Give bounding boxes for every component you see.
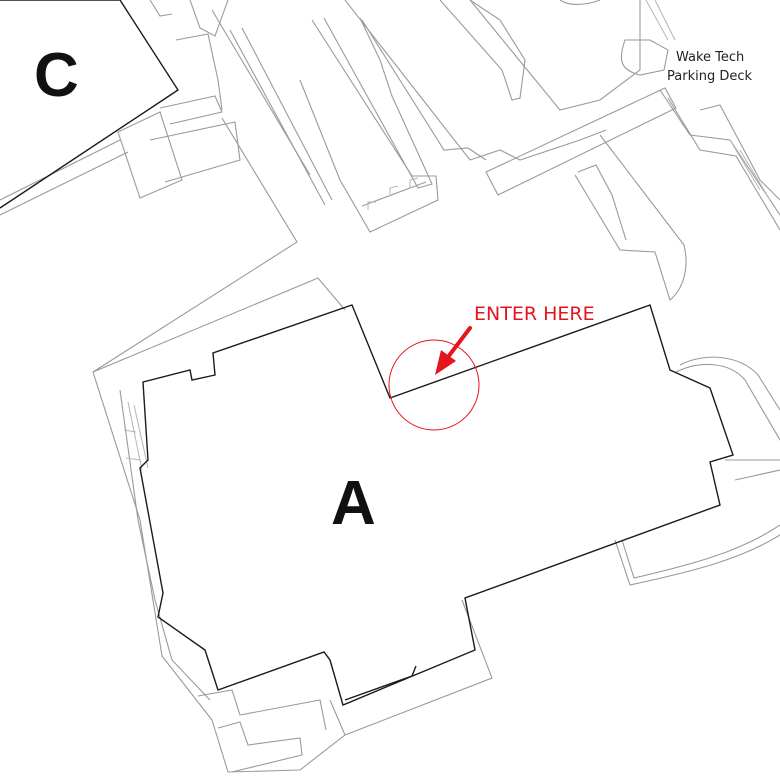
parking-block: [299, 19, 439, 233]
walkway: [149, 0, 173, 17]
parking-deck-label-line1: Wake Tech: [676, 50, 744, 65]
road-line: [729, 139, 771, 201]
walkway: [117, 111, 183, 199]
stair-detail: [197, 689, 327, 731]
stair-detail: [329, 699, 346, 736]
road-line: [0, 139, 121, 201]
road-line: [241, 27, 333, 201]
building-c-label: C: [34, 41, 79, 110]
building-a-outline: [139, 304, 734, 706]
parking-deck-label: Wake Tech Parking Deck: [667, 50, 752, 84]
parking-deck: [620, 39, 669, 76]
parking-deck: [645, 0, 676, 41]
road-line: [323, 17, 433, 189]
entrance-marker[interactable]: ENTER HERE: [388, 303, 595, 431]
stair-detail: [217, 721, 303, 773]
plaza-outline: [92, 117, 493, 773]
walkway: [734, 469, 780, 481]
plaza-outline: [119, 389, 211, 701]
walkway: [577, 164, 627, 241]
building-a-detail: [344, 665, 417, 701]
plaza-outline: [92, 277, 346, 373]
walkway: [189, 0, 229, 37]
plaza-detail: [123, 401, 149, 471]
walkway: [675, 363, 780, 441]
arrow-icon: [435, 326, 472, 375]
road-line: [667, 97, 780, 231]
parking-deck: [469, 0, 641, 111]
building-a[interactable]: A: [139, 304, 734, 706]
bridge: [485, 87, 677, 196]
road-line: [659, 89, 780, 216]
walkway: [175, 33, 223, 111]
road-line: [211, 9, 311, 176]
walkway: [621, 524, 780, 579]
parking-outline: [559, 0, 601, 5]
walkway: [149, 121, 241, 183]
parking-outline: [361, 19, 487, 161]
entrance-label: ENTER HERE: [474, 303, 595, 325]
walkway: [574, 134, 687, 301]
parking-outline: [439, 0, 526, 101]
walkway: [679, 356, 780, 411]
road-line: [699, 104, 780, 201]
road-line: [229, 29, 326, 206]
parking-deck-label-line2: Parking Deck: [667, 69, 752, 84]
walkway: [614, 534, 780, 586]
parking-block: [367, 177, 419, 210]
parking-outline: [344, 0, 607, 161]
road-line: [0, 151, 129, 216]
circle-icon: [388, 339, 480, 431]
building-c[interactable]: C: [0, 0, 179, 209]
building-a-label: A: [331, 469, 376, 538]
building-c-outline: [0, 0, 179, 209]
walkway: [159, 95, 223, 125]
